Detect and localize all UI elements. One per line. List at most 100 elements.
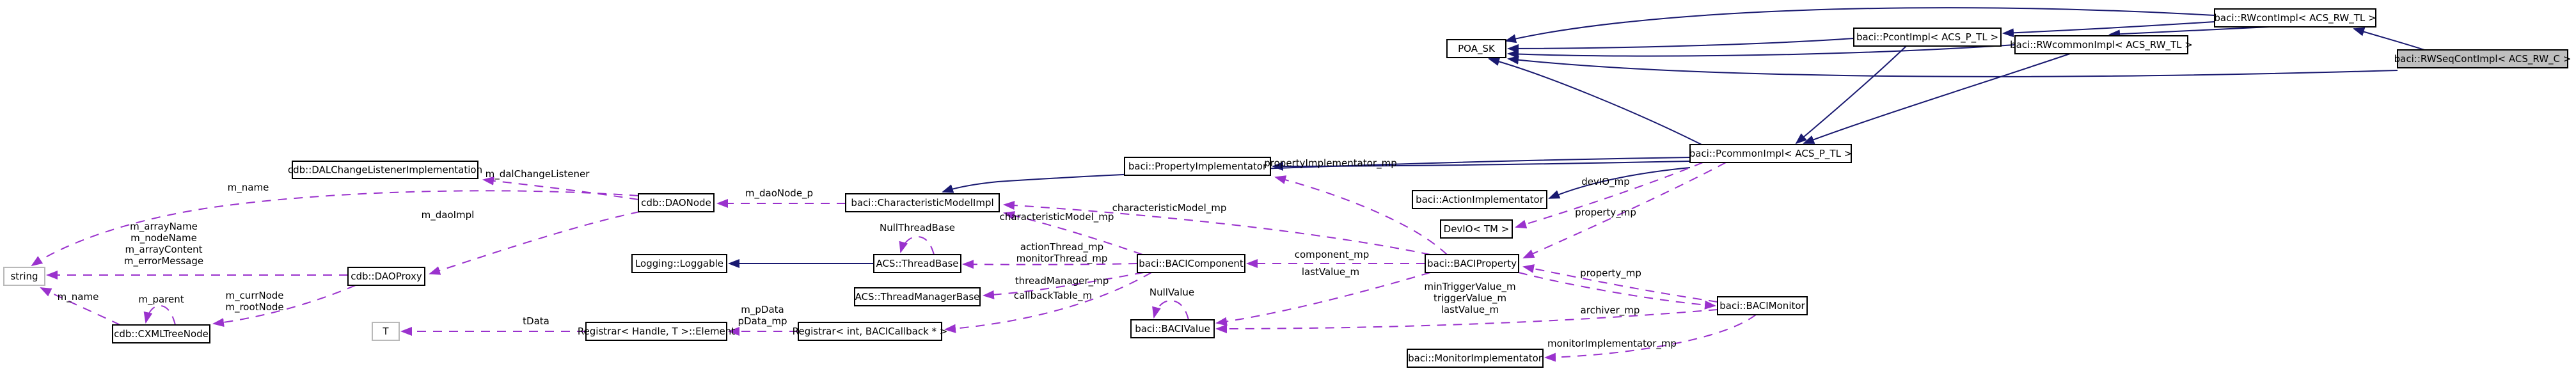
node-box-pcommon[interactable]	[1689, 144, 1852, 163]
node-box-regelem[interactable]	[585, 322, 727, 341]
node-label-charmodel: baci::CharacteristicModelImpl	[851, 197, 993, 209]
node-daonode[interactable]: cdb::DAONode	[638, 193, 715, 212]
node-box-loggable[interactable]	[631, 254, 727, 273]
node-label-t: T	[382, 326, 389, 337]
edge-pcont-poa	[1507, 38, 1854, 53]
node-label-loggable: Logging::Loggable	[635, 258, 723, 269]
node-box-daoproxy[interactable]	[347, 267, 425, 286]
node-box-dalcli[interactable]	[292, 161, 478, 179]
node-box-cxml[interactable]	[112, 324, 210, 343]
edge-label-characteristic-model-mp-component: characteristicModel_mp	[1000, 211, 1114, 223]
node-poa-sk[interactable]: POA_SK	[1446, 39, 1506, 58]
node-box-bacicomp[interactable]	[1137, 254, 1245, 273]
node-box-poa-sk[interactable]	[1446, 39, 1506, 58]
node-cxml[interactable]: cdb::CXMLTreeNode	[112, 324, 210, 343]
node-charmodel[interactable]: baci::CharacteristicModelImpl	[845, 193, 1000, 212]
node-monimpl[interactable]: baci::MonitorImplementator	[1407, 349, 1544, 368]
edge-label-m-parent: m_parent	[138, 294, 184, 306]
node-rwseq[interactable]: baci::RWSeqContImpl< ACS_RW_C >	[2394, 49, 2572, 68]
node-label-bacicomp: baci::BACIComponent	[1139, 258, 1244, 269]
node-actimpl[interactable]: baci::ActionImplementator	[1412, 190, 1547, 209]
node-box-daonode[interactable]	[638, 193, 715, 212]
edge-daonode-dalcli	[482, 176, 639, 200]
node-bacivalue[interactable]: baci::BACIValue	[1130, 319, 1215, 338]
node-threadbase[interactable]: ACS::ThreadBase	[873, 254, 961, 273]
edge-label-monitor-implementator-mp: monitorImplementator_mp	[1547, 338, 1677, 350]
node-box-string[interactable]	[3, 267, 45, 286]
node-label-rwcommon: baci::RWcommonImpl< ACS_RW_TL >	[2010, 39, 2193, 51]
edge-bacicomp-threadbase	[962, 260, 1138, 269]
edge-cxml-self	[143, 304, 176, 326]
node-baciprop[interactable]: baci::BACIProperty	[1425, 254, 1519, 273]
edge-label-m-dao-node-p: m_daoNode_p	[745, 187, 813, 200]
node-box-rwcont[interactable]	[2214, 8, 2376, 28]
edge-label-property-mp-monitor: property_mp	[1580, 267, 1641, 280]
edge-label-t-data: tData	[523, 315, 549, 327]
node-label-threadbase: ACS::ThreadBase	[876, 258, 958, 269]
node-t[interactable]: T	[372, 322, 400, 341]
node-label-propimpl: baci::PropertyImplementator	[1128, 161, 1267, 172]
node-pcont[interactable]: baci::PcontImpl< ACS_P_TL >	[1853, 28, 2002, 47]
node-box-threadbase[interactable]	[873, 254, 961, 273]
node-box-devio[interactable]	[1440, 219, 1513, 239]
node-label-monimpl: baci::MonitorImplementator	[1408, 352, 1543, 364]
node-daoproxy[interactable]: cdb::DAOProxy	[347, 267, 425, 286]
node-box-bacivalue[interactable]	[1130, 319, 1215, 338]
node-pcommon[interactable]: baci::PcommonImpl< ACS_P_TL >	[1689, 144, 1853, 163]
edge-label-m-name-daonode: m_name	[228, 182, 269, 194]
edge-rwcommon-poa	[1507, 44, 2016, 59]
node-regelem[interactable]: Registrar< Handle, T >::Element	[578, 322, 735, 341]
node-label-string: string	[10, 271, 38, 282]
edge-bacivalue-self	[1152, 299, 1189, 320]
edge-bacimon-monimpl	[1544, 314, 1757, 362]
node-string[interactable]: string	[3, 267, 45, 286]
edge-pcommon-devio	[1515, 162, 1703, 229]
node-box-rwcommon[interactable]	[2014, 35, 2188, 54]
edge-label-characteristic-model-mp-property: characteristicModel_mp	[1112, 202, 1227, 214]
edge-label-null-value: NullValue	[1150, 287, 1194, 298]
node-box-threadmgr[interactable]	[854, 287, 981, 306]
node-label-regelem: Registrar< Handle, T >::Element	[578, 326, 735, 337]
edges-layer	[31, 7, 2425, 362]
node-box-rwseq[interactable]	[2397, 49, 2568, 68]
edge-label-property-implementator-mp: propertyImplementator_mp	[1264, 157, 1396, 170]
node-label-actimpl: baci::ActionImplementator	[1416, 194, 1544, 205]
node-loggable[interactable]: Logging::Loggable	[631, 254, 727, 273]
node-box-charmodel[interactable]	[845, 193, 1000, 212]
node-label-bacimon: baci::BACIMonitor	[1719, 300, 1805, 312]
node-box-baciprop[interactable]	[1425, 254, 1519, 273]
node-label-pcont: baci::PcontImpl< ACS_P_TL >	[1856, 31, 1998, 43]
edge-pcommon-propimpl	[1272, 161, 1691, 171]
node-bacicomp[interactable]: baci::BACIComponent	[1137, 254, 1245, 273]
node-box-pcont[interactable]	[1853, 28, 2002, 47]
node-rwcommon[interactable]: baci::RWcommonImpl< ACS_RW_TL >	[2010, 35, 2193, 54]
node-box-actimpl[interactable]	[1412, 190, 1547, 209]
node-label-bacivalue: baci::BACIValue	[1135, 323, 1210, 335]
node-label-regint: Registrar< int, BACICallback * >	[793, 326, 948, 337]
node-rwcont[interactable]: baci::RWcontImpl< ACS_RW_TL >	[2214, 8, 2376, 28]
node-box-monimpl[interactable]	[1407, 349, 1544, 368]
edge-baciprop-charmodel	[1003, 201, 1431, 255]
edge-label-null-thread-base: NullThreadBase	[880, 222, 955, 233]
edge-pcont-pcommon	[1795, 45, 1907, 145]
node-dalcli[interactable]: cdb::DALChangeListenerImplementation	[288, 161, 482, 179]
node-devio[interactable]: DevIO< TM >	[1440, 219, 1513, 239]
node-box-t[interactable]	[372, 322, 400, 341]
node-label-dalcli: cdb::DALChangeListenerImplementation	[288, 164, 482, 176]
edge-bacicomp-threadmgr	[983, 272, 1144, 299]
node-label-daonode: cdb::DAONode	[641, 197, 711, 209]
edge-baciprop-bacimon	[1518, 272, 1716, 310]
node-propimpl[interactable]: baci::PropertyImplementator	[1124, 157, 1271, 176]
edge-label-callback-table-m: callbackTable_m	[1014, 290, 1092, 302]
node-box-propimpl[interactable]	[1124, 157, 1271, 176]
node-bacimon[interactable]: baci::BACIMonitor	[1717, 296, 1808, 315]
node-threadmgr[interactable]: ACS::ThreadManagerBase	[854, 287, 981, 306]
node-regint[interactable]: Registrar< int, BACICallback * >	[793, 322, 948, 341]
node-box-bacimon[interactable]	[1717, 296, 1808, 315]
node-box-regint[interactable]	[798, 322, 942, 341]
